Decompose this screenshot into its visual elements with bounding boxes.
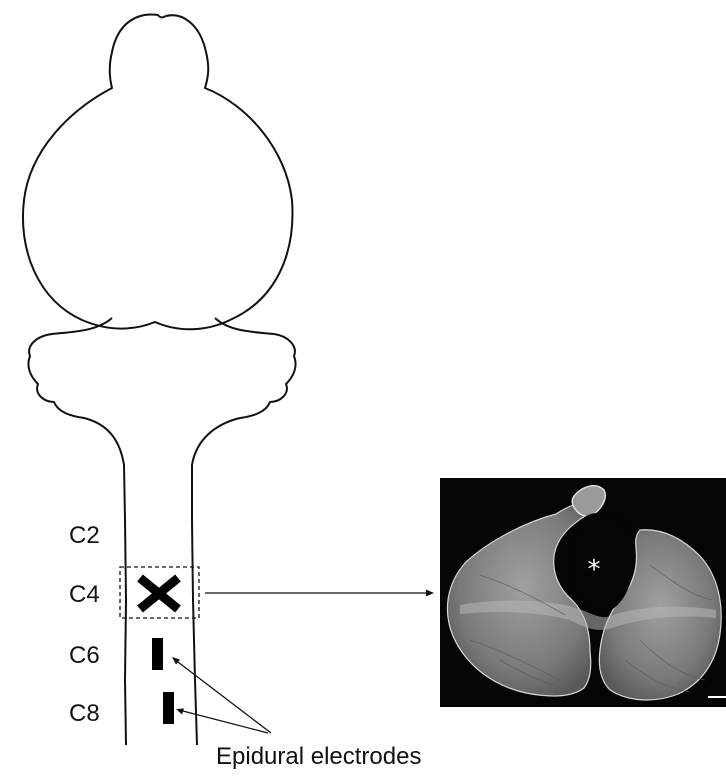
segment-label-c2: C2 [69, 522, 100, 549]
cerebellum-bottom-edge [84, 417, 240, 418]
lesion-x-mark [140, 578, 178, 609]
brain-and-spinal-cord-outline [23, 14, 296, 745]
epidural-electrodes: Epidural electrodes [152, 638, 421, 770]
lesion-to-micrograph-arrow [205, 590, 434, 597]
electrode-c8 [163, 692, 174, 724]
electrode-c6 [152, 638, 163, 670]
segment-label-c8: C8 [69, 700, 100, 727]
segment-label-c6: C6 [69, 642, 100, 669]
segment-labels: C2 C4 C6 C8 [69, 522, 100, 727]
segment-label-c4: C4 [69, 581, 100, 608]
electrode-pointer-arrows [172, 657, 271, 733]
lesion-asterisk: * [588, 555, 601, 585]
epidural-electrodes-label: Epidural electrodes [216, 743, 421, 770]
spinal-cord-cross-section-micrograph: * [440, 478, 726, 707]
cerebrum-outline [23, 14, 293, 329]
lesion-site-box [120, 567, 199, 618]
